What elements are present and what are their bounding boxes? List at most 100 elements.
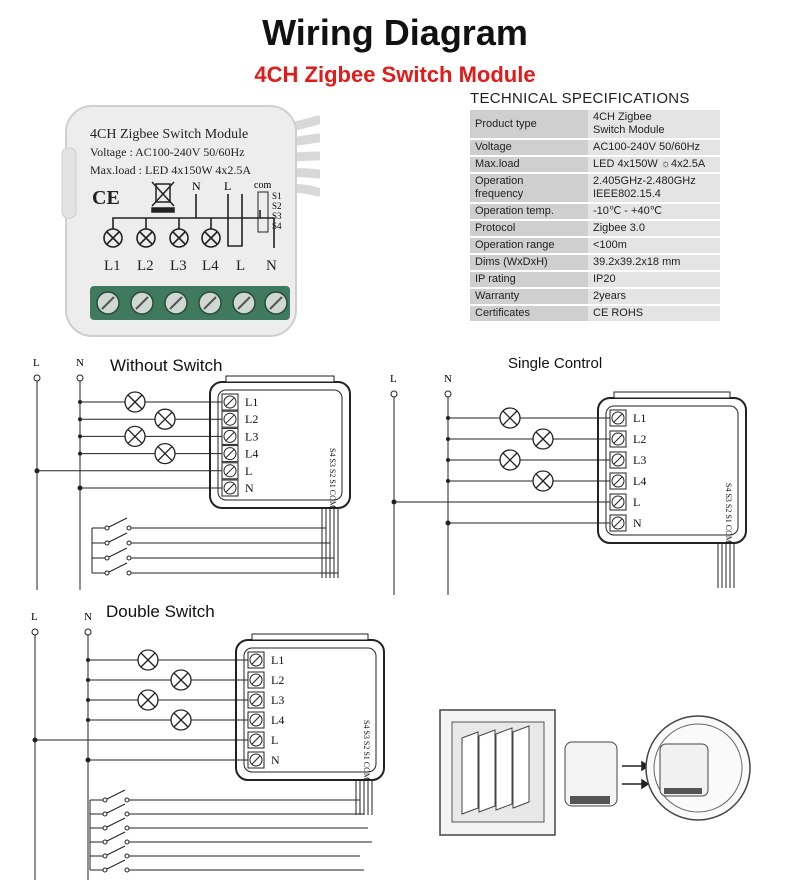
terminal-slot (225, 449, 235, 458)
lamp-cross (535, 473, 551, 489)
terminal-block (90, 286, 290, 320)
terminal-slot (613, 455, 623, 465)
spec-value: CE ROHS (588, 305, 720, 322)
switch-pin (126, 555, 132, 561)
lamp-cross (157, 446, 173, 462)
bin-icon (151, 181, 175, 213)
rail-N-end (76, 374, 84, 382)
rail-L-end (33, 374, 41, 382)
switch-pivot (102, 825, 108, 831)
lamp-icon (532, 470, 554, 492)
rail-N-end (84, 628, 92, 636)
junction-dot (78, 417, 82, 422)
rail-N-label: N (76, 357, 84, 369)
lamp-icon (499, 407, 521, 429)
junction-dot (32, 737, 38, 743)
mark-N: N (192, 179, 201, 193)
lamp-icon (154, 442, 176, 465)
module-top-tab (251, 633, 369, 641)
terminal-slot (225, 397, 235, 407)
junction-dot (78, 434, 82, 439)
terminal-label: L3 (271, 693, 284, 707)
rail-L-label: L (390, 373, 397, 385)
junction-dot (34, 468, 40, 474)
terminal-label: N (271, 753, 280, 767)
terminal-label: L4 (633, 474, 646, 488)
switch-pivot (102, 853, 108, 859)
lamp-icon (137, 649, 159, 671)
switch-pin (124, 797, 130, 803)
junction-dot (86, 698, 90, 702)
module-terminal-L4: L4 (202, 258, 219, 274)
spec-value: IP20 (588, 271, 720, 288)
module-top-tab (613, 391, 731, 399)
junction-dot (77, 485, 83, 491)
spec-value: LED 4x150W ☼4x2.5A (588, 156, 720, 173)
terminal-slot (251, 675, 261, 685)
mark-L: L (224, 179, 231, 193)
lamp-icon (170, 709, 192, 731)
ce-mark: CE (92, 187, 120, 209)
switch-labels: S4 S3 S2 S1 COM (328, 448, 337, 508)
specs-heading: TECHNICAL SPECIFICATIONS (470, 90, 690, 107)
terminal-label: L1 (271, 653, 284, 667)
switch-contact (106, 517, 128, 529)
terminal-slot (225, 432, 235, 441)
junction-dot (445, 520, 451, 526)
module-lamp-icons (103, 194, 275, 248)
switch-pin (126, 525, 132, 531)
lamp-cross (127, 394, 143, 410)
rail-L-label: L (31, 611, 38, 623)
switch-pivot (104, 525, 110, 531)
terminal-slot (251, 695, 261, 705)
lamp-cross (173, 672, 189, 688)
module-maxload-text: Max.load : LED 4x150W 4x2.5A (90, 163, 251, 177)
spec-key: Protocol (470, 220, 588, 237)
terminal-slot (613, 518, 623, 528)
switch-labels: S4 S3 S2 S1 COM (362, 720, 371, 780)
spec-key: Certificates (470, 305, 588, 322)
switch-contact (104, 803, 126, 815)
module-terminal-L: L (236, 258, 245, 274)
double-switch-label: Double Switch (106, 602, 215, 621)
mark-com: com (254, 180, 271, 191)
lamp-cross (535, 431, 551, 447)
lamp-icon (137, 689, 159, 711)
terminal-slot (613, 413, 623, 423)
switch-pin (124, 811, 130, 817)
spec-value: 39.2x39.2x18 mm (588, 254, 720, 271)
mark-S2: S2 (272, 201, 282, 211)
spec-value: <100m (588, 237, 720, 254)
junction-dot (446, 479, 450, 483)
junction-dot (446, 458, 450, 462)
terminal-slot (251, 655, 261, 665)
mark-S4: S4 (272, 221, 282, 231)
spec-key: Voltage (470, 139, 588, 156)
spec-row: Dims (WxDxH)39.2x39.2x18 mm (470, 254, 720, 271)
switch-contact (104, 789, 126, 801)
module-top-tab (225, 375, 335, 383)
lamp-cross (140, 652, 156, 668)
switch-labels: S4 S3 S2 S1 COM (724, 483, 733, 543)
switch-pivot (102, 811, 108, 817)
spec-key: IP rating (470, 271, 588, 288)
spec-key: Operation temp. (470, 203, 588, 220)
terminal-label: N (633, 516, 642, 530)
rail-N-label: N (84, 611, 92, 623)
junction-dot (86, 718, 90, 722)
rail-L-label: L (33, 357, 40, 369)
spec-key: Dims (WxDxH) (470, 254, 588, 271)
switch-pin (124, 839, 130, 845)
switch-contact (106, 562, 128, 574)
module-body (65, 105, 297, 337)
